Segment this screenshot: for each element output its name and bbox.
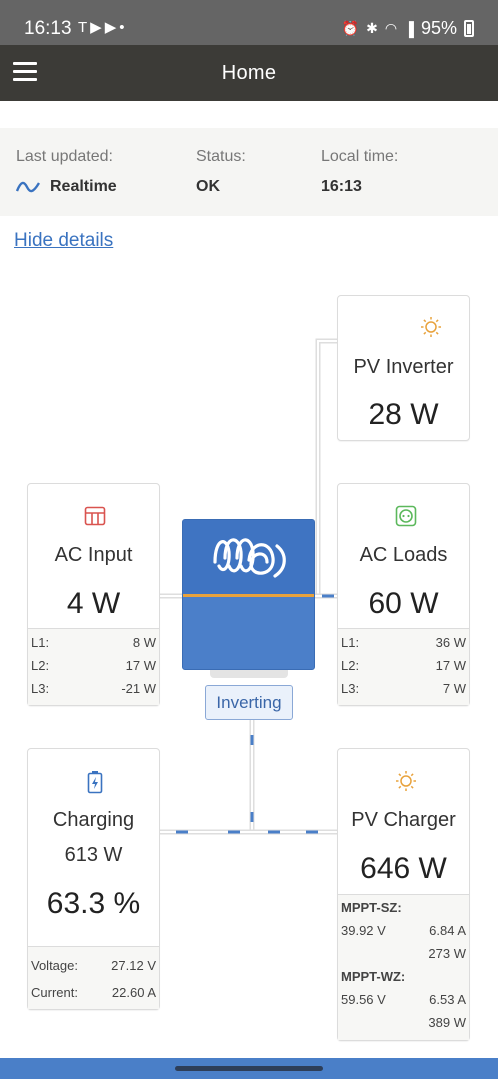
wifi-icon: ◠ [384, 20, 398, 36]
info-bar: Last updated: Realtime Status: OK Local … [0, 128, 498, 216]
page-title: Home [221, 62, 277, 84]
youtube-icon: ▶ [90, 19, 105, 36]
status-time: 16:13 [24, 18, 72, 39]
inverter-base [210, 668, 288, 678]
pv-charger-title: PV Charger [351, 809, 456, 831]
ac-loads-card[interactable]: AC Loads 60 W L1:36 W L2:17 W L3:7 W [337, 483, 470, 706]
local-time-value: 16:13 [321, 178, 362, 195]
battery-title: Charging [52, 809, 135, 831]
battery-power: 613 W [64, 844, 123, 866]
last-updated-label: Last updated: [16, 148, 113, 165]
battery-charging-icon [87, 771, 103, 794]
local-time: Local time: 16:13 [321, 148, 398, 196]
charger-name: MPPT-WZ: [341, 969, 406, 984]
pv-inverter-value: 28 W [368, 398, 439, 431]
charger-power-row: 273 W [428, 946, 466, 961]
charger-power-row: 389 W [428, 1015, 466, 1030]
ac-input-value: 4 W [66, 587, 121, 620]
battery-voltage-row: Voltage:27.12 V [31, 958, 156, 973]
battery-details: Voltage:27.12 V Current:22.60 A [28, 946, 159, 1009]
tesla-icon: T [78, 19, 91, 36]
victron-logo-icon [213, 538, 286, 578]
ac-loads-title: AC Loads [359, 544, 448, 566]
realtime-wave-icon [16, 181, 40, 193]
battery-current-row: Current:22.60 A [31, 985, 156, 1000]
battery-card[interactable]: Charging 613 W 63.3 % Voltage:27.12 V Cu… [27, 748, 160, 1010]
sun-icon [421, 317, 441, 337]
app-bar: Home [0, 45, 498, 101]
pv-inverter-title: PV Inverter [353, 356, 454, 378]
system-status-bar: 16:13 T▶▶• ⏰ ✱ ◠ ▐ 95% [0, 0, 498, 45]
inverter-device[interactable] [182, 519, 315, 670]
notification-icons: T▶▶• [78, 18, 128, 36]
battery-icon [464, 20, 474, 37]
phase-row: L2:17 W [341, 658, 466, 673]
phase-row: L1:8 W [31, 635, 156, 650]
status: Status: OK [196, 148, 246, 196]
alarm-icon: ⏰ [341, 20, 360, 36]
dot-icon: • [119, 19, 128, 36]
bluetooth-icon: ✱ [366, 20, 378, 36]
hamburger-menu-icon[interactable] [13, 62, 37, 82]
charger-name: MPPT-SZ: [341, 900, 402, 915]
status-value: OK [196, 178, 220, 195]
status-right-icons: ⏰ ✱ ◠ ▐ 95% [342, 18, 474, 39]
phase-row: L1:36 W [341, 635, 466, 650]
status-label: Status: [196, 148, 246, 165]
phase-row: L3:-21 W [31, 681, 156, 696]
ac-input-title: AC Input [54, 544, 133, 566]
battery-percent: 95% [420, 18, 457, 38]
local-time-label: Local time: [321, 148, 399, 165]
ac-input-card[interactable]: AC Input 4 W L1:8 W L2:17 W L3:-21 W [27, 483, 160, 706]
youtube-icon: ▶ [104, 19, 120, 36]
socket-icon [395, 505, 417, 527]
signal-icon: ▐ [404, 20, 414, 37]
last-updated: Last updated: Realtime [16, 148, 117, 196]
ac-input-details: L1:8 W L2:17 W L3:-21 W [28, 628, 159, 705]
battery-soc: 63.3 % [46, 887, 141, 920]
sun-icon [396, 771, 416, 791]
phase-row: L2:17 W [31, 658, 156, 673]
gesture-nav-handle[interactable] [175, 1066, 323, 1071]
inverter-state-badge: Inverting [205, 685, 293, 720]
ac-loads-value: 60 W [368, 587, 439, 620]
hide-details-link[interactable]: Hide details [14, 230, 114, 251]
pv-charger-value: 646 W [360, 852, 447, 885]
phase-row: L3:7 W [341, 681, 466, 696]
last-updated-value: Realtime [50, 178, 117, 195]
pv-inverter-card[interactable]: PV Inverter 28 W [337, 295, 470, 441]
ac-loads-details: L1:36 W L2:17 W L3:7 W [338, 628, 469, 705]
grid-input-icon [84, 506, 106, 526]
